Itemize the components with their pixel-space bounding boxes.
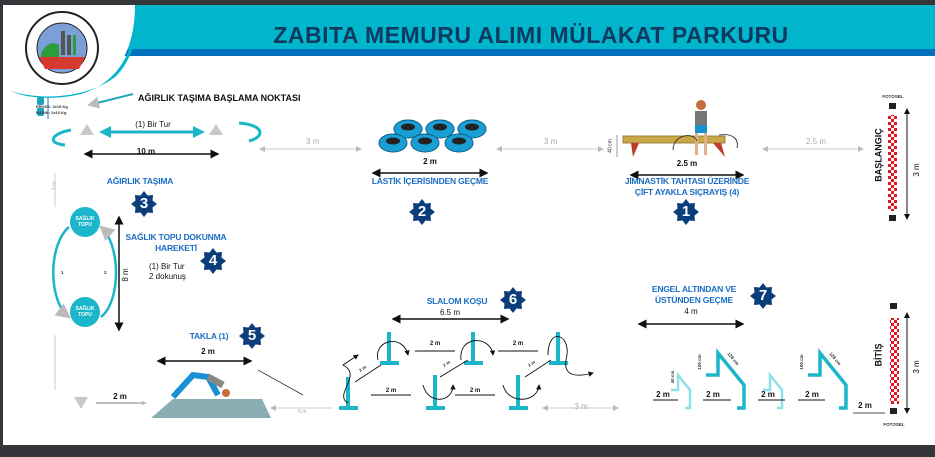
distance-6m: 6 m [298,409,307,415]
station-4-badge: 4 [200,248,226,274]
distance-2m-bottom: 2 m [113,392,127,401]
hurdles [671,348,848,410]
start-point-label: AĞIRLIK TAŞIMA BAŞLAMA NOKTASI [138,93,301,103]
station-2-title: LASTİK İÇERİSİNDEN GEÇME [371,176,489,186]
low-hurdle-height: 40 cm [669,370,675,384]
start-line [888,115,897,211]
station-3-badge: 3 [131,191,157,217]
page-title: ZABITA MEMURU ALIMI MÜLAKAT PARKURU [273,22,789,48]
mat [151,399,271,418]
hurdle-length: 4 m [684,307,698,316]
tire-length: 2 m [423,157,437,166]
finish-line-width: 3 m [912,360,921,374]
station-6-badge: 6 [500,287,526,313]
takla-length: 2 m [201,347,215,356]
side-2: 2 [104,270,107,275]
hurdle-gap: 2 m [805,390,819,399]
male-weight: ERKEK: 2x15 Kg [36,104,68,109]
start-sensor-label: FOTOSEL [882,94,904,99]
start-line-label: BAŞLANGIÇ [873,128,884,182]
ball-distance: 8 m [121,268,130,282]
hurdle-gap: 2 m [761,390,775,399]
finish-sensor-label: FOTOSEL [883,422,905,427]
distance-2-5m: 2.5 m [806,137,827,146]
station-7-title-line2: ÜSTÜNDEN GEÇME [655,295,733,305]
station-5-badge: 5 [239,323,265,349]
station-4-note-line2: 2 dokunuş [149,272,186,281]
station-4-title-line2: HAREKETİ [155,243,197,253]
distance-3m-b: 3 m [544,137,558,146]
distance-3m-left: 3 m [51,181,58,191]
station-4-title-line1: SAĞLIK TOPU DOKUNMA [125,232,227,242]
slalom-gap: 2 m [429,341,441,347]
female-weight: KADIN: 2x10 Kg [36,110,67,115]
start-line-width: 3 m [912,163,921,177]
station-7-badge: 7 [750,283,776,309]
station-7-title-line1: ENGEL ALTINDAN VE [651,284,737,294]
lap-label: (1) Bir Tur [135,120,171,129]
diagram-graphics [3,5,935,418]
station-1-title-line1: JİMNASTİK TAHTASI ÜZERİNDE [624,176,750,186]
distance-3m-c: 3 m [574,402,588,411]
slalom-gap: 2 m [385,388,397,394]
station-3-title: AĞIRLIK TAŞIMA [106,176,174,186]
hurdle-gap: 2 m [858,401,872,410]
finish-line-label: BİTİŞ [873,343,884,367]
distance-10m: 10 m [136,147,156,156]
station-2-badge: 2 [409,199,435,225]
siirt-logo [25,11,99,85]
station-1-badge: 1 [673,199,699,225]
hurdle-gap: 2 m [656,390,670,399]
distance-3m-a: 3 m [306,137,320,146]
station-6-title: SLALOM KOŞU [426,296,488,306]
slalom-gap: 2 m [512,341,524,347]
beam-height: 40 cm [607,139,614,153]
health-ball-bottom: SAĞLIK TOPU [70,297,100,327]
slalom-poles [339,332,568,410]
station-5-title: TAKLA (1) [189,331,229,341]
finish-line [890,318,899,404]
slalom-length: 6.5 m [439,308,461,317]
high-hurdle-height: 100 cm [798,354,804,370]
station-4-note-line1: (1) Bir Tur [149,262,185,271]
beam-length: 2.5 m [676,159,698,168]
slalom-gap: 2 m [469,388,481,394]
health-ball-top: SAĞLIK TOPU [70,207,100,237]
hurdle-gap: 2 m [706,390,720,399]
header-banner [3,5,935,99]
gymnastic-beam [622,100,738,157]
side-1: 1 [61,270,64,275]
high-hurdle-height: 100 cm [696,354,702,370]
station-1-title-line2: ÇİFT AYAKLA SIÇRAYIŞ (4) [634,187,740,197]
diagram-canvas: ZABITA MEMURU ALIMI MÜLAKAT PARKURU AĞIR… [3,5,935,445]
